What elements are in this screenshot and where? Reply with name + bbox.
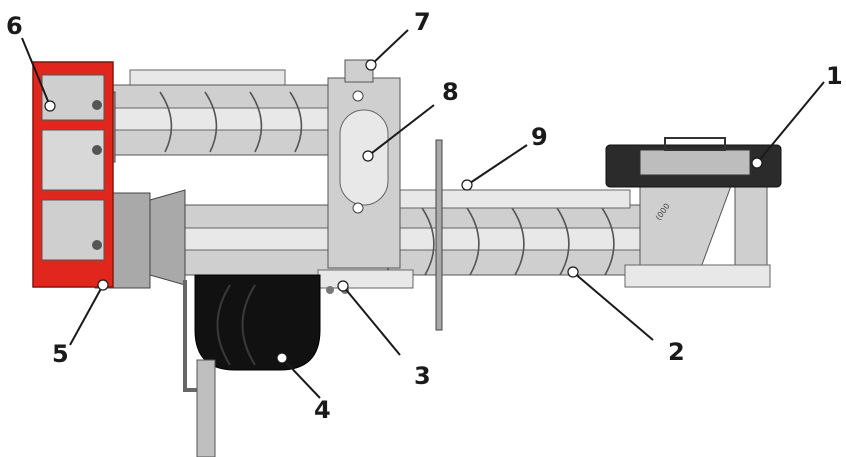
motor [194,274,321,371]
callout-5: 5 [52,340,69,368]
upper-auger [109,69,331,156]
callout-1: 1 [826,62,843,90]
stand-leg [183,280,216,457]
callout-9: 9 [531,123,548,151]
callout-labels: 1 2 3 4 5 6 7 8 9 [6,8,843,424]
callout-leaders [21,29,825,399]
support-bracket [435,139,443,331]
main-auger-tube [39,204,671,276]
inlet-hopper: (000 [605,137,782,288]
callout-4: 4 [314,396,331,424]
mounting-plate [317,269,414,294]
inclined-tube [399,189,631,209]
callout-7: 7 [414,8,431,36]
callout-6: 6 [6,12,23,40]
bearing-block [327,77,401,269]
callout-2: 2 [668,338,685,366]
callout-8: 8 [442,78,459,106]
callout-3: 3 [414,362,431,390]
